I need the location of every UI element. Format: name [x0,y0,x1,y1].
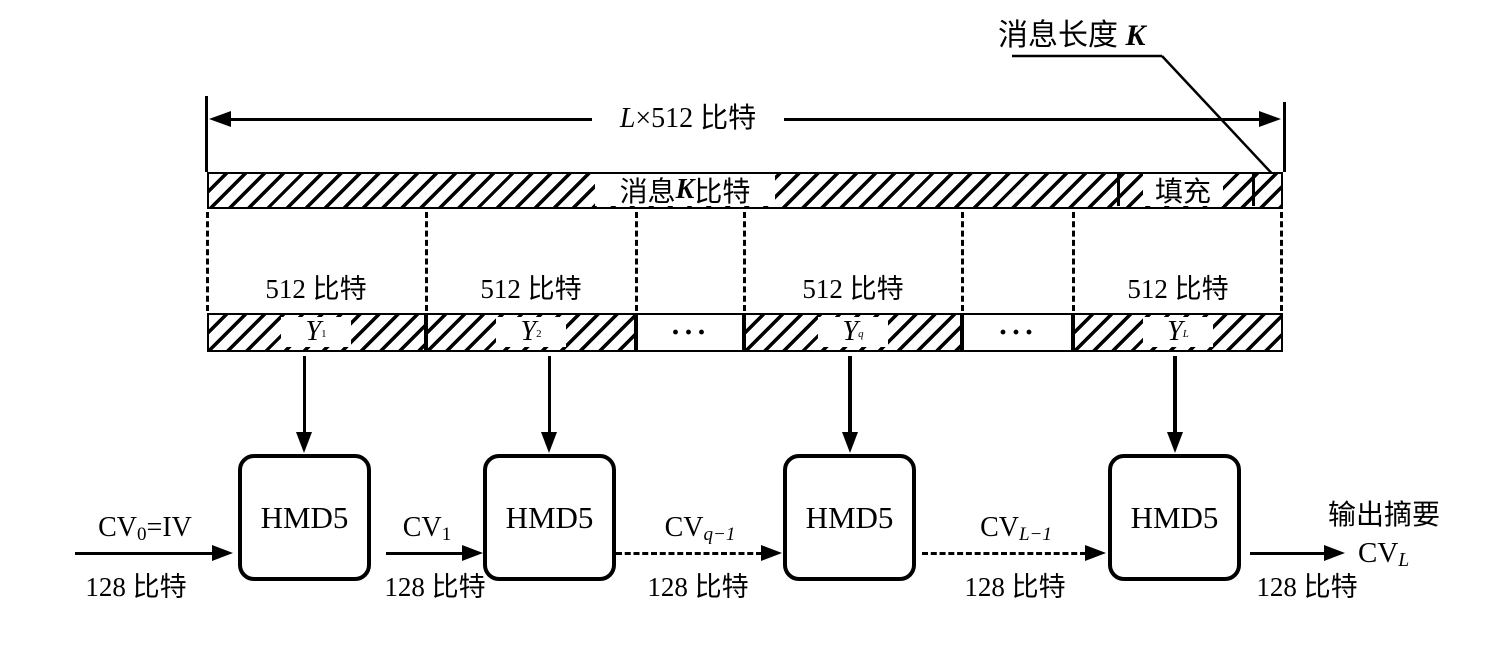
cvq-arrow-shaft [616,551,762,555]
output-digest-title: 输出摘要 [1327,500,1440,531]
padding-label: 填充 [1143,174,1223,208]
block-size-label-4: 512 比特 [1127,274,1229,304]
cvl1-arrow-shaft [922,551,1086,555]
block-divider-7 [1280,212,1283,311]
cv1-arrowhead [462,545,483,561]
yq-base: Y [842,316,859,347]
cvl1-label: CVL−1 [946,511,1086,545]
y2-base: Y [520,316,537,347]
bits-label-3: 128 比特 [647,572,749,602]
yl-subscript: L [1182,328,1189,341]
cv1-label: CV1 [377,511,477,545]
block-divider-3 [634,212,638,311]
hmd5-box-1: HMD5 [238,454,371,581]
hmd5-box-4: HMD5 [1108,454,1241,581]
bits-label-4: 128 比特 [964,572,1066,602]
measure-tick-left [205,96,208,172]
y2-subscript: 2 [536,328,542,341]
message-post: 比特 [694,177,751,208]
cv0-base: CV [98,512,138,543]
cv0-arrowhead [212,545,233,561]
bits-label-5: 128 比特 [1256,572,1358,602]
down-arrow-1-shaft [302,356,306,433]
down-arrow-3-head [841,432,858,453]
down-arrow-1-head [296,432,312,453]
ellipsis-2: ··· [997,315,1037,349]
cv1-subscript: 1 [441,524,452,546]
cv0-suffix: =IV [146,512,192,543]
measure-label: L×512 比特 [592,101,784,137]
block-divider-5 [960,212,964,311]
y1-base: Y [305,316,322,347]
cvl1-base: CV [980,512,1019,543]
message-bits-label: 消息 K 比特 [595,174,775,208]
length-field-divider [1252,174,1255,206]
message-length-var: K [1125,19,1146,52]
cv1-arrow-shaft [386,551,462,555]
measure-tick-right [1283,102,1286,172]
cvq-subscript: q−1 [703,524,736,546]
down-arrow-4-head [1166,432,1183,453]
output-cv-subscript: L [1398,549,1410,572]
hmd5-box-3: HMD5 [783,454,916,581]
cvq-base: CV [664,512,704,543]
down-arrow-3-shaft [848,356,852,433]
message-var: K [675,174,695,205]
hmd5-box-2: HMD5 [483,454,616,581]
yq-subscript: q [858,328,864,341]
block-divider-1 [205,212,209,311]
measure-rest: ×512 比特 [635,103,757,134]
padding-text: 填充 [1154,177,1211,208]
measure-arrowhead-right [1259,111,1281,127]
message-length-text: 消息长度 [998,19,1126,52]
block-size-label-3: 512 比特 [802,274,904,304]
bits-label-1: 128 比特 [85,572,187,602]
ellipsis-1: ··· [670,315,710,349]
message-bar: 消息 K 比特 填充 [207,172,1283,209]
output-arrowhead [1324,545,1345,561]
cv0-arrow-shaft [75,551,212,555]
block-size-label-1: 512 比特 [265,274,367,304]
yl-base: Y [1167,316,1183,347]
message-length-label: 消息长度 K [998,10,1198,54]
message-pre: 消息 [619,177,676,208]
cv1-base: CV [402,512,442,543]
block-ellipsis-1: ··· [636,313,744,352]
block-divider-4 [742,212,746,311]
bits-label-2: 128 比特 [384,572,486,602]
down-arrow-2-head [541,432,557,453]
down-arrow-4-shaft [1173,356,1177,433]
down-arrow-2-shaft [547,356,551,433]
cvl1-arrowhead [1085,545,1106,561]
block-divider-6 [1071,212,1075,311]
measure-var: L [619,103,636,134]
output-cv-base: CV [1358,537,1399,569]
output-cv-label: CVL [1358,537,1410,572]
block-ellipsis-2: ··· [962,313,1073,352]
cvq-arrowhead [761,545,782,561]
cv0-label: CV0=IV [65,511,225,545]
cv0-subscript: 0 [137,524,147,546]
output-arrow-shaft [1250,551,1325,555]
block-size-label-2: 512 比特 [480,274,582,304]
cvq-label: CVq−1 [630,511,770,545]
y1-subscript: 1 [321,328,327,341]
padding-divider [1117,174,1120,206]
cvl1-subscript: L−1 [1018,524,1052,546]
measure-arrowhead-left [209,111,231,127]
block-divider-2 [424,212,428,311]
